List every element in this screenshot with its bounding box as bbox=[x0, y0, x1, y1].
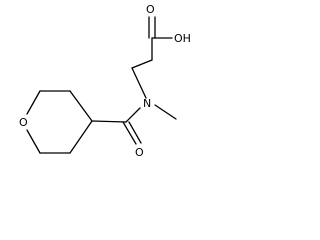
bond-amide-c-o-double-a bbox=[122, 121, 137, 145]
nitrogen-label: N bbox=[143, 97, 151, 110]
ring-oxygen-label: O bbox=[19, 116, 28, 129]
bond-ring-c2a-o bbox=[26, 90, 41, 115]
bond-ring-o-c2b bbox=[26, 129, 41, 154]
bond-ring-c3b-c4 bbox=[69, 120, 93, 154]
amide-oxygen-label: O bbox=[135, 146, 144, 159]
bond-ch2-c-alpha bbox=[131, 59, 153, 69]
hydroxyl-label: OH bbox=[174, 32, 191, 45]
bond-amide-c-o-double-b bbox=[128, 121, 142, 144]
bond-n-carbonyl-c bbox=[125, 107, 141, 123]
bond-ch2-n bbox=[131, 67, 147, 99]
acid-carbonyl-oxygen-label: O bbox=[146, 3, 155, 16]
bond-n-methyl bbox=[154, 104, 177, 120]
structure-canvas: O OH N O O bbox=[19, 3, 191, 159]
molecule-drawing: O OH N O O bbox=[19, 3, 191, 159]
bond-ring-c4-c3a bbox=[69, 90, 93, 122]
bond-carbonyl-ring bbox=[91, 120, 127, 123]
